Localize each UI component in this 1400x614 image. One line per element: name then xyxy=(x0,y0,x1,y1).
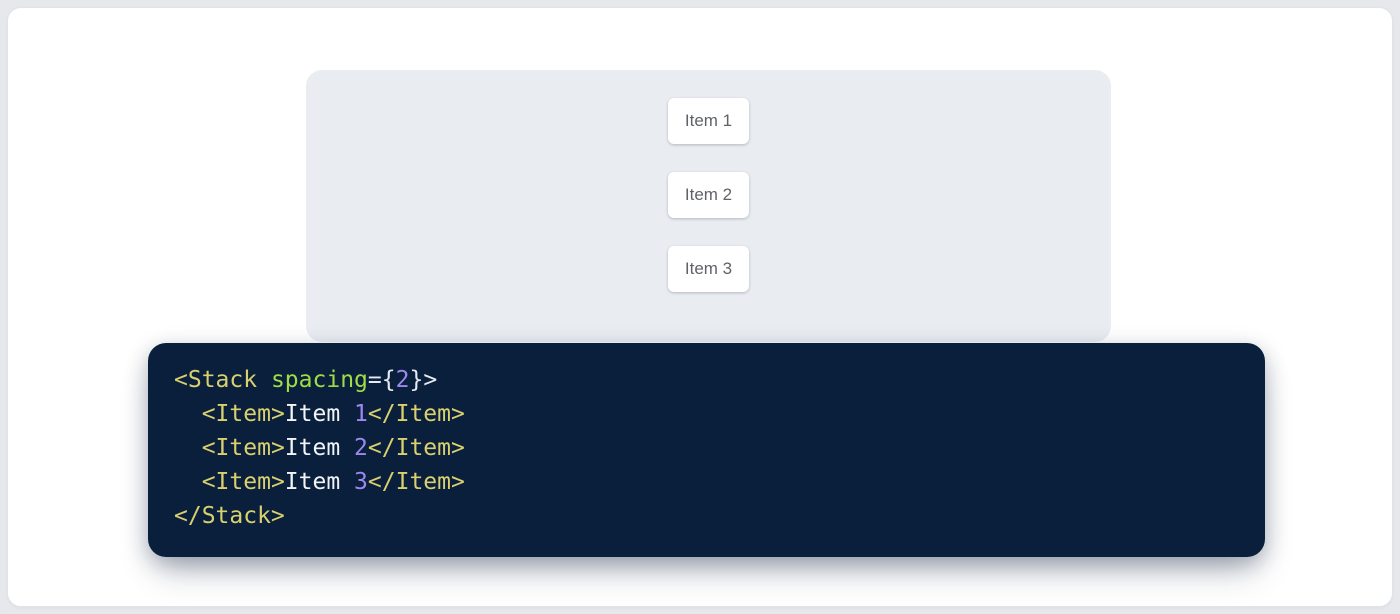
code-token-punct: > xyxy=(423,367,438,393)
code-token-text: Item xyxy=(284,469,355,495)
code-line: <Item>Item 1</Item> xyxy=(174,397,1239,431)
code-token-text: Item xyxy=(284,401,355,427)
code-token-tag: </Item> xyxy=(367,401,465,427)
code-token-tag: </Item> xyxy=(367,469,465,495)
code-token-tag: </Stack> xyxy=(174,503,285,529)
code-token-plain xyxy=(174,401,202,427)
code-line: <Item>Item 2</Item> xyxy=(174,431,1239,465)
stack-item: Item 3 xyxy=(667,246,750,292)
code-line: </Stack> xyxy=(174,499,1239,533)
code-token-tag: <Item> xyxy=(201,401,285,427)
code-token-punct: = xyxy=(367,367,382,393)
code-token-plain xyxy=(174,469,202,495)
code-token-plain xyxy=(257,367,271,393)
code-block: <Stack spacing={2}> <Item>Item 1</Item> … xyxy=(148,343,1265,557)
stack-item: Item 1 xyxy=(667,98,750,144)
code-token-tag: <Stack xyxy=(174,367,258,393)
code-token-text: Item xyxy=(284,435,355,461)
code-token-number: 2 xyxy=(395,367,410,393)
stack-item: Item 2 xyxy=(667,172,750,218)
stack-container: Item 1 Item 2 Item 3 xyxy=(306,70,1111,292)
code-token-tag: <Item> xyxy=(201,435,285,461)
code-token-plain xyxy=(174,435,202,461)
code-token-number: 1 xyxy=(354,401,368,427)
code-token-attr: spacing xyxy=(270,367,368,393)
code-token-punct: } xyxy=(409,367,424,393)
stack-demo-panel: Item 1 Item 2 Item 3 xyxy=(306,70,1111,342)
code-token-punct: { xyxy=(381,367,396,393)
code-token-number: 2 xyxy=(354,435,368,461)
code-token-tag: <Item> xyxy=(201,469,285,495)
code-line: <Stack spacing={2}> xyxy=(174,363,1239,397)
code-token-tag: </Item> xyxy=(367,435,465,461)
code-line: <Item>Item 3</Item> xyxy=(174,465,1239,499)
code-token-number: 3 xyxy=(354,469,368,495)
